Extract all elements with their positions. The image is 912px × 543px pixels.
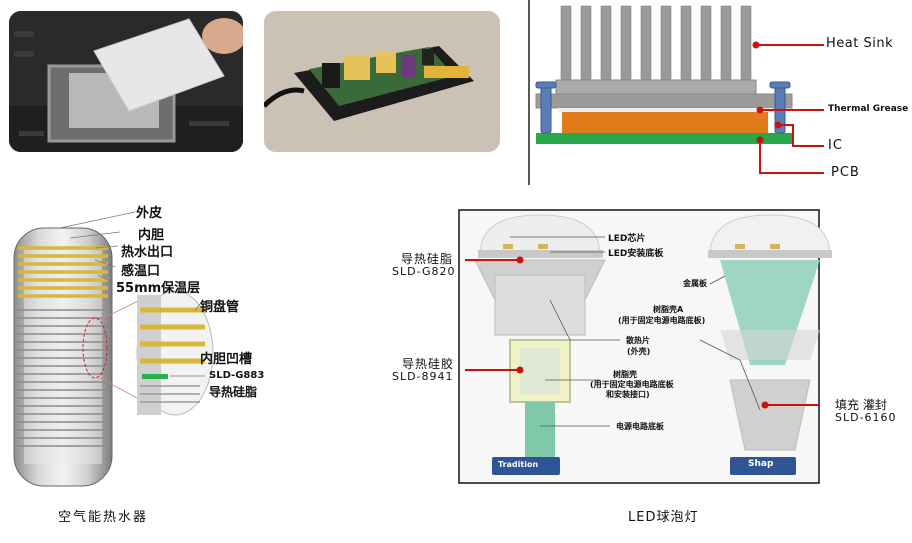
metal-plate-label: 金属板 <box>683 279 707 288</box>
heat-sink-label: Heat Sink <box>826 36 894 51</box>
plastic-shell-note1: (用于固定电源电路底板 <box>590 380 674 389</box>
heatsink-panel: Heat Sink Thermal Grease IC PCB <box>528 0 912 185</box>
plastic-a-label: 树脂壳A <box>653 305 684 314</box>
tradition-tag-text: Tradition <box>498 460 539 469</box>
grease-code-label: SLD-G820 <box>392 265 456 278</box>
heater-drawing <box>13 211 214 487</box>
plastic-shell-note2: 和安装接口) <box>606 390 650 399</box>
inner-tank-label: 内胆 <box>138 228 165 243</box>
coil-rings <box>18 246 108 298</box>
shap-tag-text: Shap <box>748 459 774 469</box>
ic-chip <box>562 112 768 133</box>
outer-skin-label: 外皮 <box>136 206 163 221</box>
heat-sink-base <box>555 79 757 95</box>
power-board-photo <box>264 11 500 152</box>
zoom-marker <box>82 317 108 379</box>
fin-label: 散热片 <box>626 336 650 345</box>
bulb-panel: 导热硅脂 SLD-G820 导热硅胶 SLD-8941 填充 灌封 SLD-61… <box>380 200 912 543</box>
ic-label: IC <box>828 138 843 153</box>
cpu-photo <box>9 11 243 152</box>
copper-coil-label: 铜盘管 <box>200 300 240 315</box>
temp-sensor-port-label: 感温口 <box>121 264 161 279</box>
gel-code-label: SLD-8941 <box>392 370 454 383</box>
heater-panel: 外皮 内胆 热水出口 感温口 55mm保温层 铜盘管 内胆凹槽 SLD-G883… <box>0 190 300 543</box>
plastic-shell-label: 树脂壳 <box>613 370 637 379</box>
heater-caption: 空气能热水器 <box>58 510 149 525</box>
shap-tag <box>730 457 796 475</box>
bulb-drawing <box>458 209 832 484</box>
thermal-grease-label: Thermal Grease <box>828 104 909 114</box>
bulb-frame <box>458 209 820 484</box>
pcb-label: PCB <box>831 165 860 180</box>
grease-name-label: 导热硅脂 <box>401 252 454 266</box>
tradition-tag <box>492 457 560 475</box>
power-board-label: 电源电路底板 <box>616 422 664 431</box>
hot-water-outlet-label: 热水出口 <box>121 245 174 260</box>
potting-code-label: SLD-6160 <box>835 411 897 424</box>
heat-sink-fins <box>560 5 752 93</box>
heatsink-drawing <box>528 0 824 185</box>
product-name-label: 导热硅脂 <box>209 385 258 399</box>
bulb-caption: LED球泡灯 <box>628 510 699 525</box>
gel-name-label: 导热硅胶 <box>402 357 455 371</box>
product-code-label: SLD-G883 <box>209 370 265 381</box>
fin-note: (外壳) <box>627 347 651 356</box>
pcb-board <box>536 133 792 144</box>
potting-name-label: 填充 灌封 <box>835 398 887 412</box>
insulation-label: 55mm保温层 <box>116 281 201 296</box>
plastic-a-note: (用于固定电源电路底板) <box>618 316 706 325</box>
led-chip-label: LED芯片 <box>608 234 646 244</box>
inner-groove-label: 内胆凹槽 <box>200 352 253 367</box>
led-board-label: LED安装底板 <box>608 249 664 259</box>
